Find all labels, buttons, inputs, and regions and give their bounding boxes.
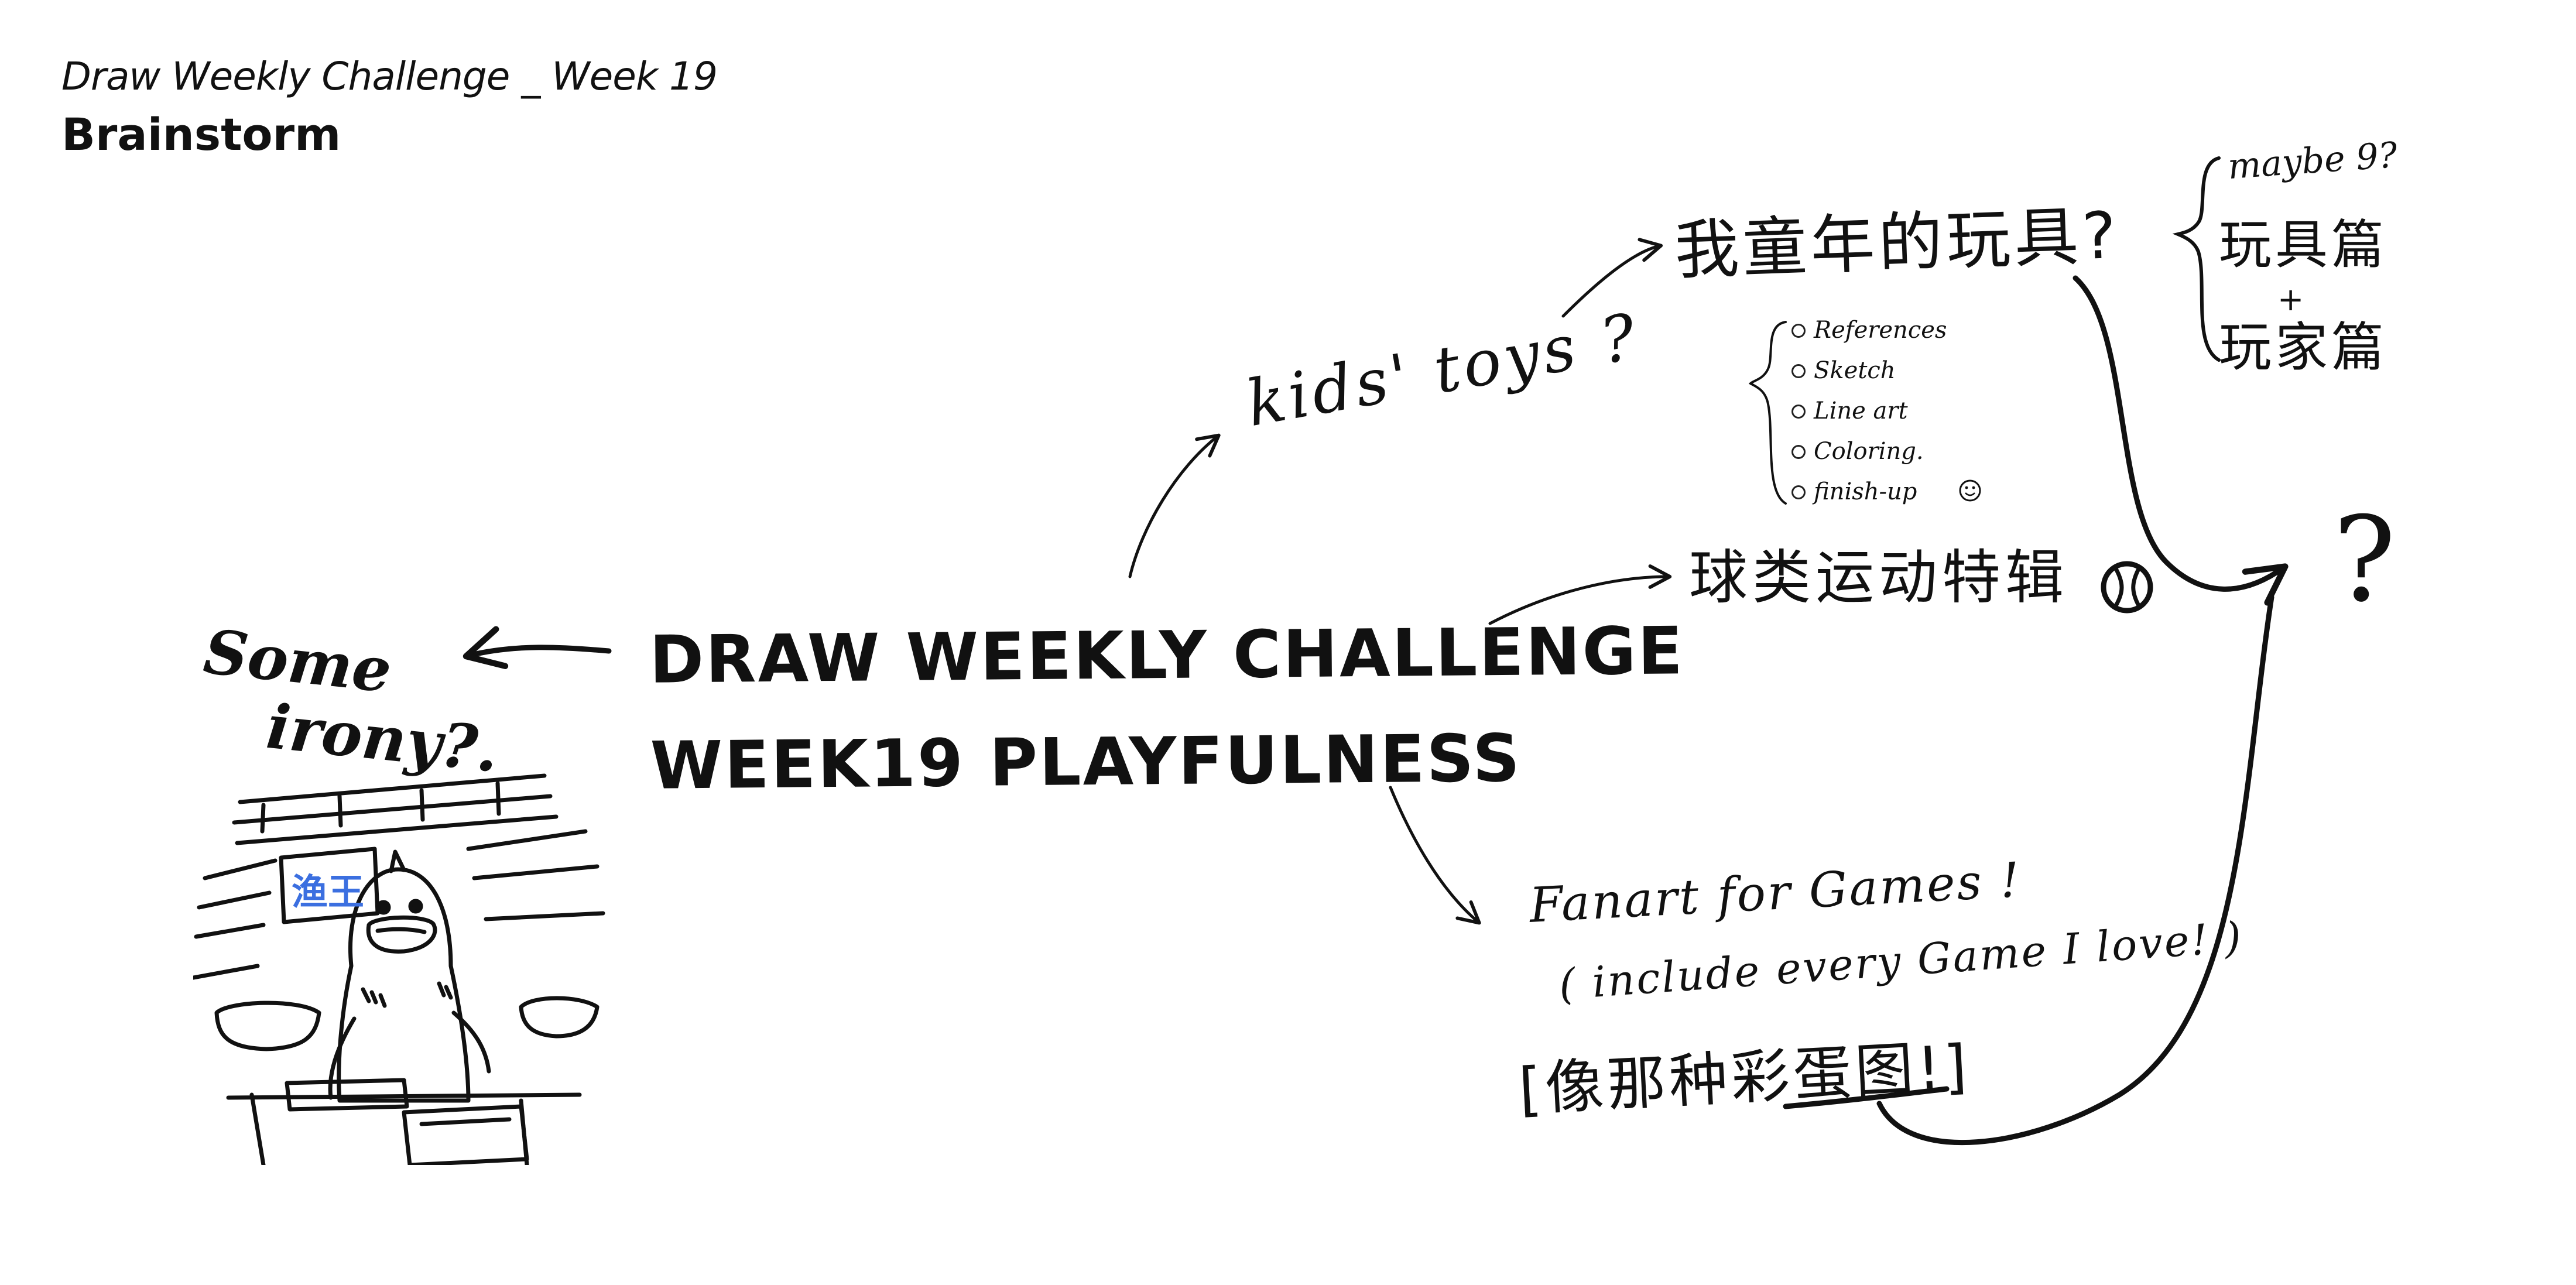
- checklist-item-label: Sketch: [1814, 357, 1896, 384]
- arrow-eggs-to-question: [1876, 594, 2274, 1146]
- checklist-brace: [1748, 321, 1787, 505]
- final-question-mark: ?: [2333, 492, 2396, 628]
- branch-childhood-toys: 我童年的玩具?: [1673, 197, 2121, 289]
- side-note-brace: [2172, 156, 2221, 362]
- central-topic-line2: WEEK19 PLAYFULNESS: [650, 721, 1522, 805]
- arrow-toys-to-question: [2073, 275, 2289, 606]
- central-topic-line1: DRAW WEEKLY CHALLENGE: [649, 613, 1685, 698]
- side-note-part2: 玩家篇: [2219, 317, 2387, 378]
- easter-egg-underline: [1783, 1086, 1950, 1109]
- checklist-item-label: Line art: [1814, 398, 1908, 424]
- branch-ball-sports: 球类运动特辑: [1689, 543, 2068, 612]
- checklist-item: References: [1791, 310, 1947, 351]
- task-checklist: References Sketch Line art Coloring. fin…: [1791, 310, 1947, 512]
- checkbox-circle-icon: [1791, 485, 1806, 499]
- side-note-part1: 玩具篇: [2219, 214, 2387, 276]
- checkbox-circle-icon: [1791, 364, 1806, 378]
- tennis-ball-icon: [2101, 561, 2153, 614]
- checklist-item: finish-up: [1791, 472, 1947, 512]
- arrow-to-fanart: [1389, 786, 1481, 925]
- side-note-plus: +: [2277, 281, 2304, 318]
- central-topic: DRAW WEEKLY CHALLENGE WEEK19 PLAYFULNESS: [649, 598, 1686, 820]
- checklist-item: Sketch: [1791, 351, 1947, 391]
- smiley-icon: [1959, 479, 1981, 502]
- arrow-to-childhood-toys: [1561, 238, 1663, 318]
- checklist-item: Line art: [1791, 391, 1947, 431]
- arrow-to-ball-sports: [1488, 564, 1672, 625]
- checklist-item-label: finish-up: [1814, 478, 1917, 505]
- arrow-to-kids-toys: [1128, 433, 1221, 578]
- illustration-sign-text: 渔王: [292, 871, 364, 913]
- checklist-item-label: References: [1814, 317, 1947, 344]
- checkbox-circle-icon: [1791, 323, 1806, 338]
- fishmonger-illustration: 渔王: [193, 773, 605, 1165]
- checklist-item-label: Coloring.: [1814, 438, 1924, 465]
- page-title: Brainstorm: [61, 108, 341, 160]
- checklist-item: Coloring.: [1791, 431, 1947, 472]
- page-subtitle: Draw Weekly Challenge _ Week 19: [61, 54, 718, 99]
- checkbox-circle-icon: [1791, 404, 1806, 419]
- checkbox-circle-icon: [1791, 444, 1806, 459]
- arrow-to-irony: [463, 626, 612, 669]
